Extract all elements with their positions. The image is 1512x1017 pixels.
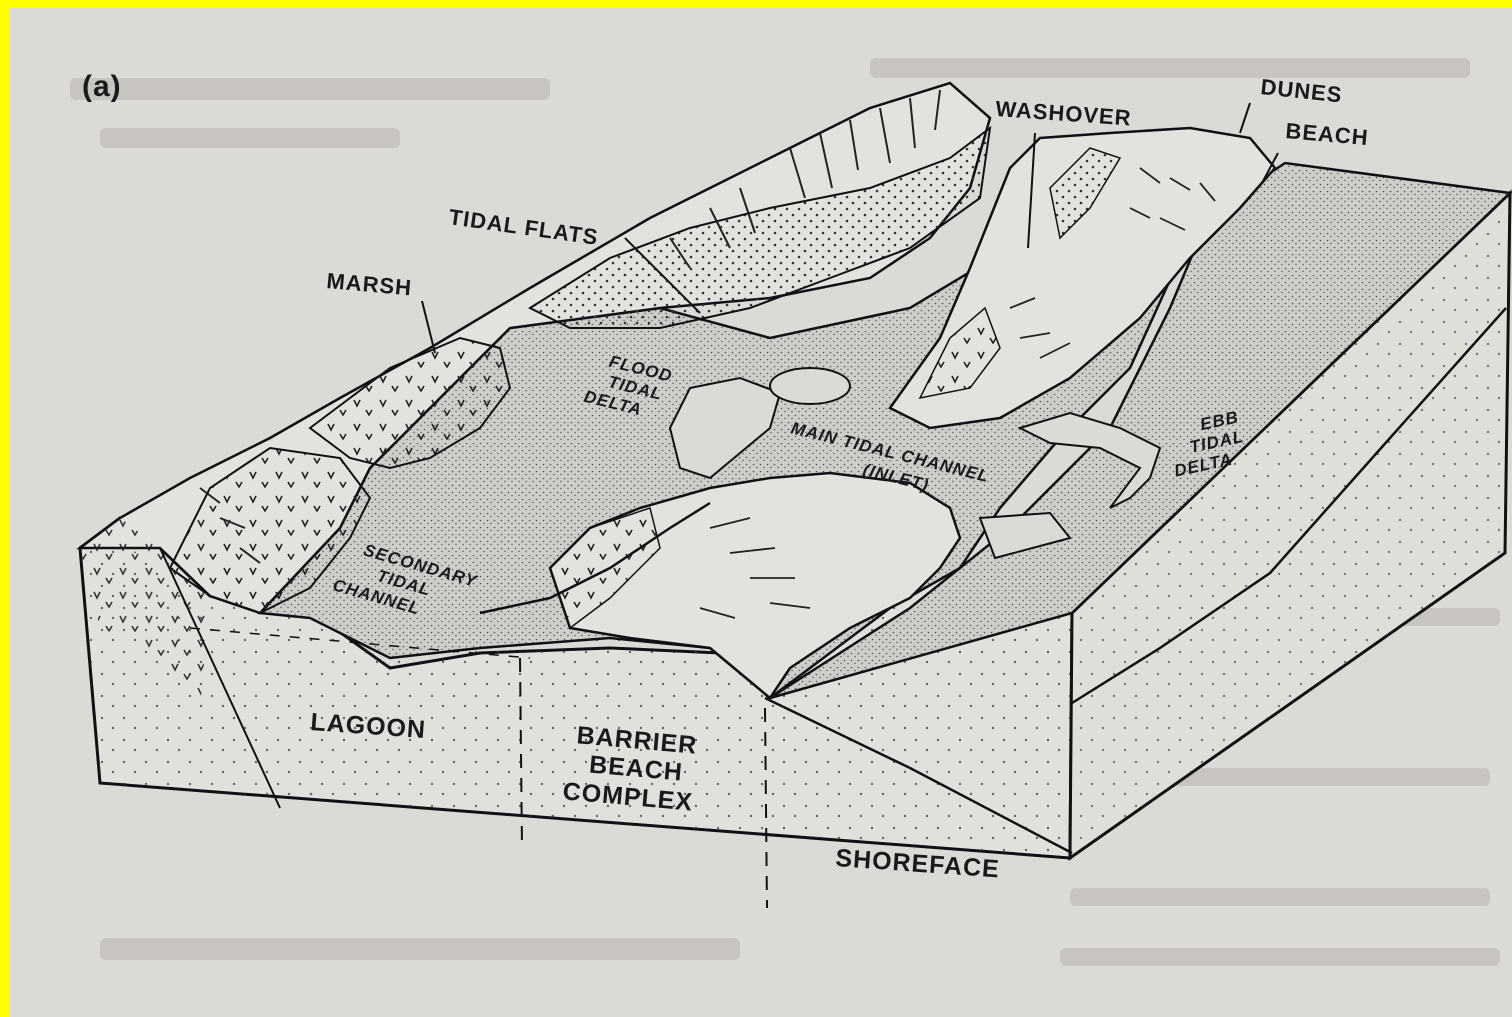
diagram-page: (a) WASHOVER DUNES BEACH TIDAL FLATS MAR… (10, 8, 1512, 1017)
barrier-island-block-diagram: (a) WASHOVER DUNES BEACH TIDAL FLATS MAR… (10, 8, 1512, 1017)
label-washover: WASHOVER (995, 96, 1133, 130)
label-dunes: DUNES (1259, 74, 1343, 107)
label-tidal-flats: TIDAL FLATS (447, 204, 600, 250)
label-beach: BEACH (1285, 118, 1370, 150)
panel-label: (a) (82, 70, 122, 103)
label-marsh: MARSH (326, 268, 414, 300)
